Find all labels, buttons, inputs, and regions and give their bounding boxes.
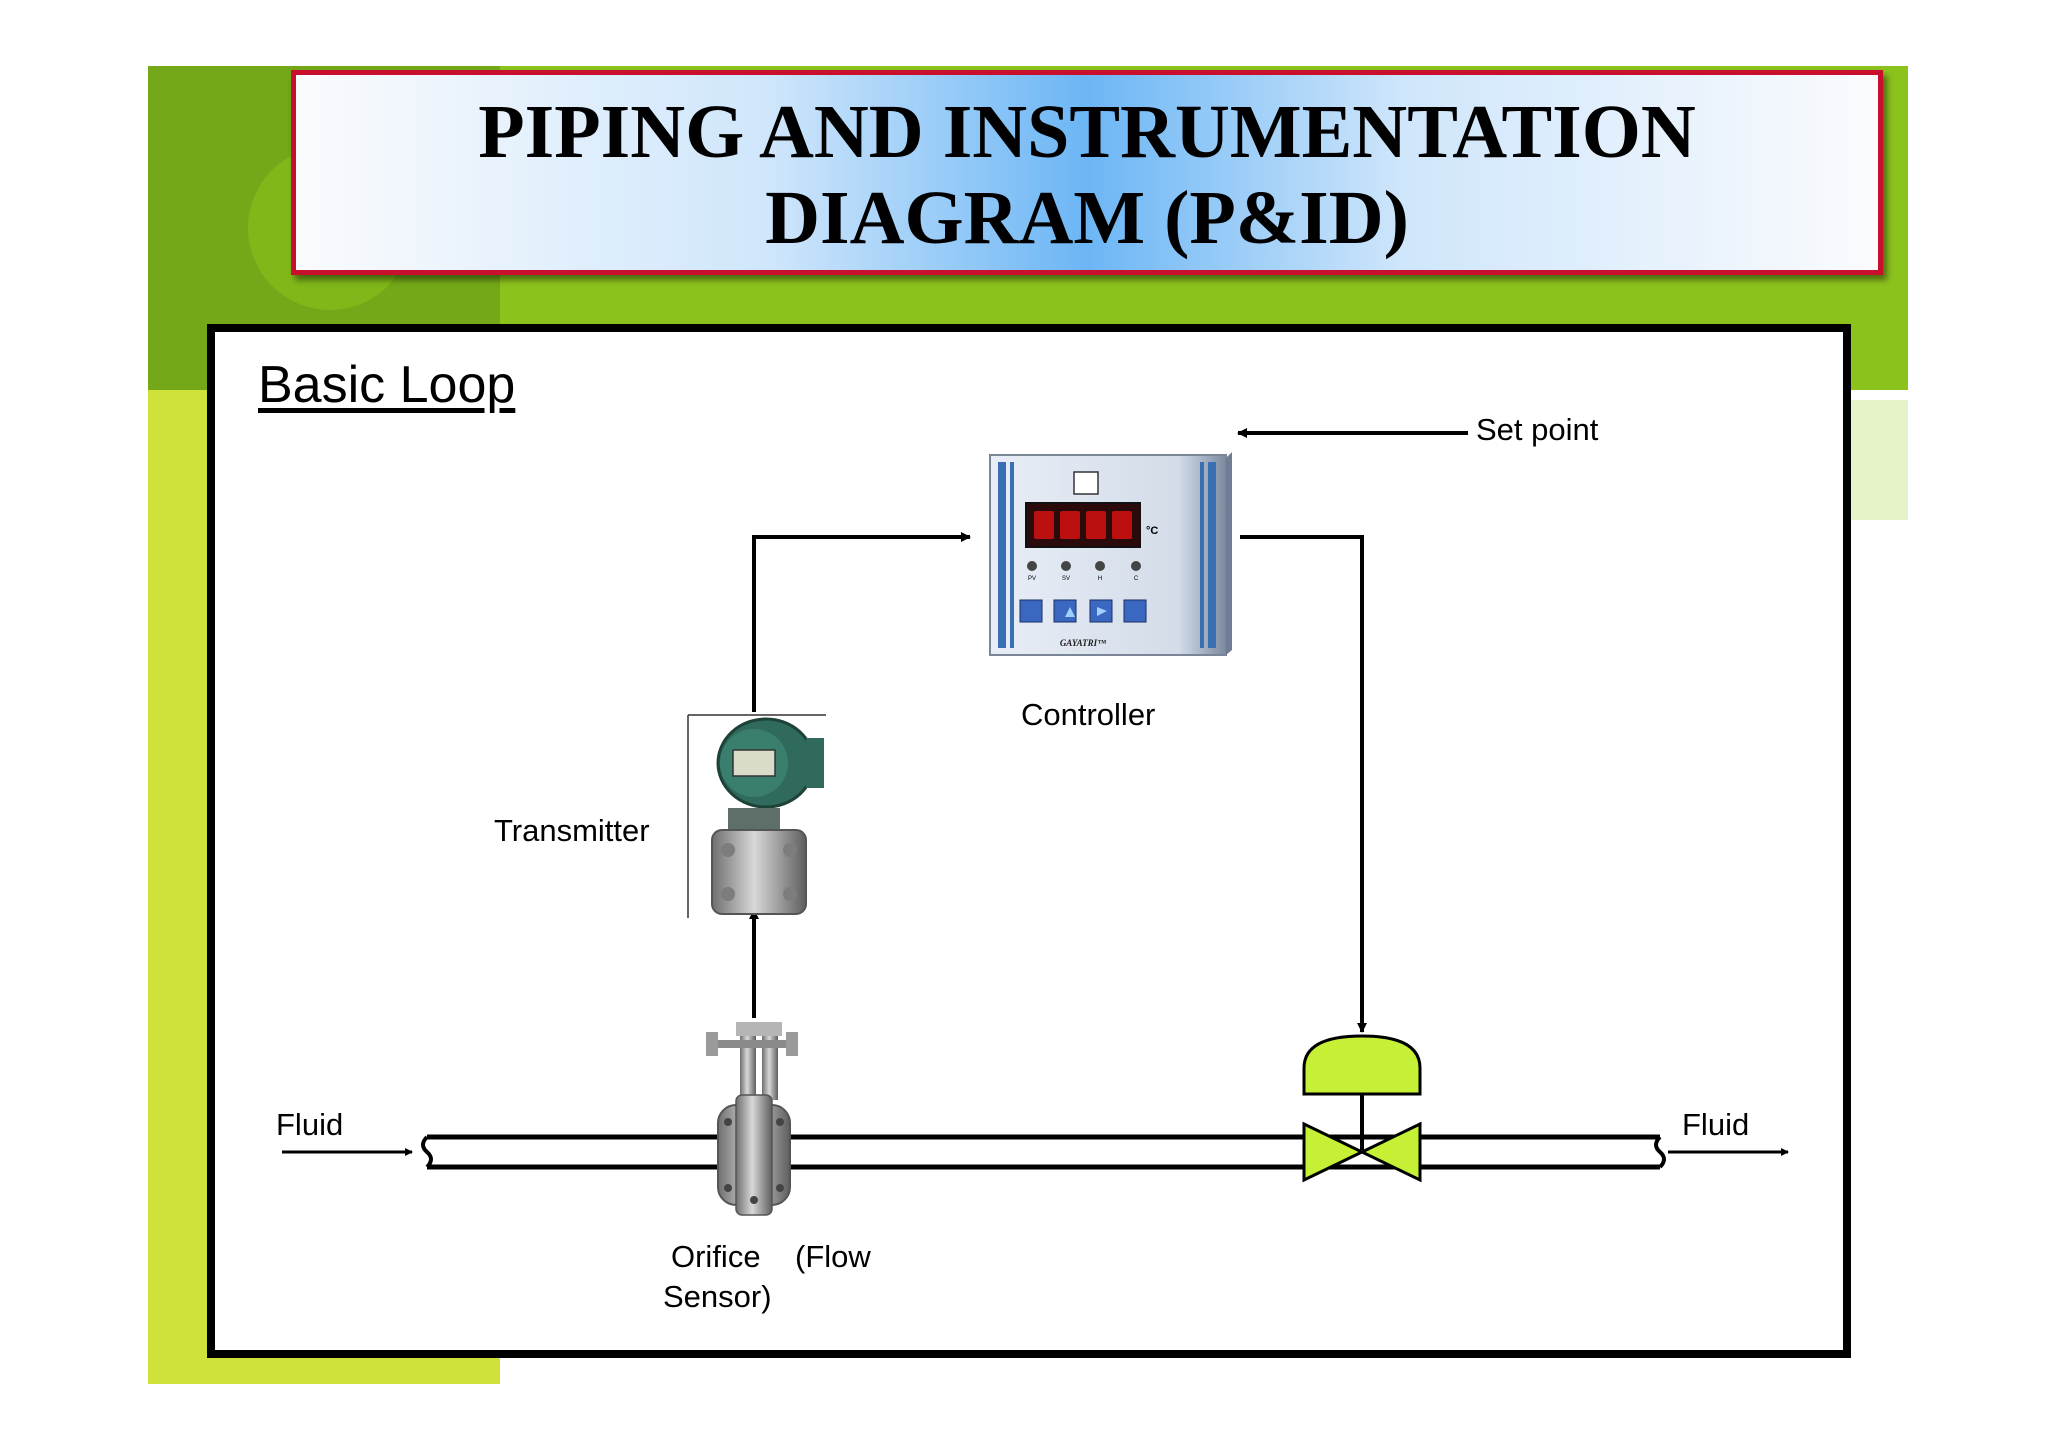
title-line-2: DIAGRAM (P&ID): [765, 176, 1409, 260]
basic-loop-heading: Basic Loop: [258, 356, 516, 414]
indicator-label-h: H: [1098, 576, 1102, 582]
indicator-label-sv: SV: [1062, 576, 1070, 582]
control-valve: [1302, 1034, 1422, 1183]
signal-transmitter-to-controller: [752, 532, 971, 712]
fluid-in-label: Fluid: [276, 1107, 344, 1142]
controller-keypad: [1019, 599, 1147, 623]
controller-label: Controller: [1021, 697, 1156, 732]
indicator-label-c: C: [1134, 576, 1139, 582]
orifice-label-line-1: Orifice (Flow: [671, 1239, 871, 1274]
set-point-label: Set point: [1476, 412, 1599, 447]
display-unit: °C: [1146, 525, 1158, 537]
title-banner: PIPING AND INSTRUMENTATION DIAGRAM (P&ID…: [291, 70, 1883, 275]
transmitter-device: [687, 714, 826, 918]
controller-brand: GAYATRI™: [1060, 638, 1107, 648]
signal-controller-to-valve: [1240, 535, 1367, 1033]
indicator-label-pv: PV: [1028, 576, 1036, 582]
controller-led-digits: [1034, 511, 1132, 539]
transmitter-label: Transmitter: [494, 813, 650, 848]
controller-device: °C PV SV H C GAYATRI™: [989, 452, 1232, 656]
process-pipe: [421, 1134, 1666, 1170]
fluid-out-label: Fluid: [1682, 1107, 1750, 1142]
orifice-flow-sensor: [706, 1022, 798, 1216]
title-line-1: PIPING AND INSTRUMENTATION: [478, 90, 1696, 174]
controller-indicator-leds: [1027, 561, 1141, 571]
orifice-label-line-2: Sensor): [663, 1279, 772, 1314]
